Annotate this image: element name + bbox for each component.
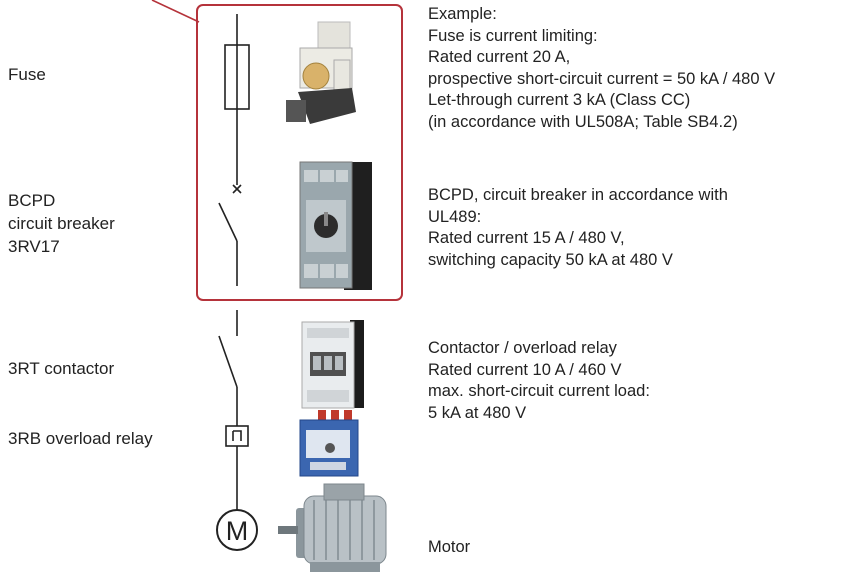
- desc-bcpd-line-2: UL489:: [428, 207, 482, 226]
- label-contactor: 3RT contactor: [8, 359, 115, 378]
- highlight-box: [196, 4, 403, 301]
- desc-contactor-line-3: max. short-circuit current load:: [428, 382, 650, 400]
- desc-fuse-line-1: Example:: [428, 5, 497, 23]
- desc-bcpd-line-4: switching capacity 50 kA at 480 V: [428, 250, 673, 269]
- motor-symbol-letter: M: [226, 516, 249, 546]
- description-bcpd: BCPD, circuit breaker in accordance with…: [428, 185, 728, 271]
- desc-contactor-line-2: Rated current 10 A / 460 V: [428, 360, 622, 379]
- contactor-photo: [301, 320, 364, 409]
- fuse-symbol: [224, 44, 250, 110]
- label-bcpd-line-1: BCPD: [8, 191, 56, 210]
- desc-motor-line-1: Motor: [428, 538, 471, 556]
- desc-contactor-line-4: 5 kA at 480 V: [428, 403, 527, 422]
- contactor-symbol: [218, 335, 238, 388]
- overload-relay-photo: [299, 410, 359, 477]
- description-motor: Motor: [428, 537, 470, 559]
- desc-bcpd-line-1: BCPD, circuit breaker in accordance with: [428, 186, 728, 204]
- desc-bcpd-line-3: Rated current 15 A / 480 V,: [428, 229, 625, 247]
- desc-fuse-line-6: (in accordance with UL508A; Table SB4.2): [428, 112, 738, 131]
- desc-fuse-line-3: Rated current 20 A,: [428, 48, 571, 66]
- desc-contactor-line-1: Contactor / overload relay: [428, 339, 617, 357]
- description-contactor: Contactor / overload relay Rated current…: [428, 338, 650, 424]
- label-bcpd-line-3: 3RV17: [8, 237, 60, 256]
- label-bcpd: BCPD circuit breaker 3RV17: [8, 189, 115, 258]
- motor-symbol: [216, 509, 258, 551]
- label-bcpd-line-2: circuit breaker: [8, 214, 115, 233]
- desc-fuse-line-5: Let-through current 3 kA (Class CC): [428, 91, 691, 109]
- label-fuse: Fuse: [8, 65, 46, 84]
- overload-relay-symbol: [225, 425, 249, 447]
- desc-fuse-line-2: Fuse is current limiting:: [428, 26, 598, 45]
- label-overload-relay: 3RB overload relay: [8, 429, 153, 448]
- fuse-photo: [286, 21, 356, 124]
- desc-fuse-line-4: prospective short-circuit current = 50 k…: [428, 69, 776, 88]
- description-fuse: Example: Fuse is current limiting: Rated…: [428, 4, 775, 133]
- motor-photo: [278, 483, 387, 572]
- leader-line: [151, 0, 200, 23]
- breaker-symbol: [218, 184, 242, 242]
- circuit-breaker-photo: [299, 161, 372, 290]
